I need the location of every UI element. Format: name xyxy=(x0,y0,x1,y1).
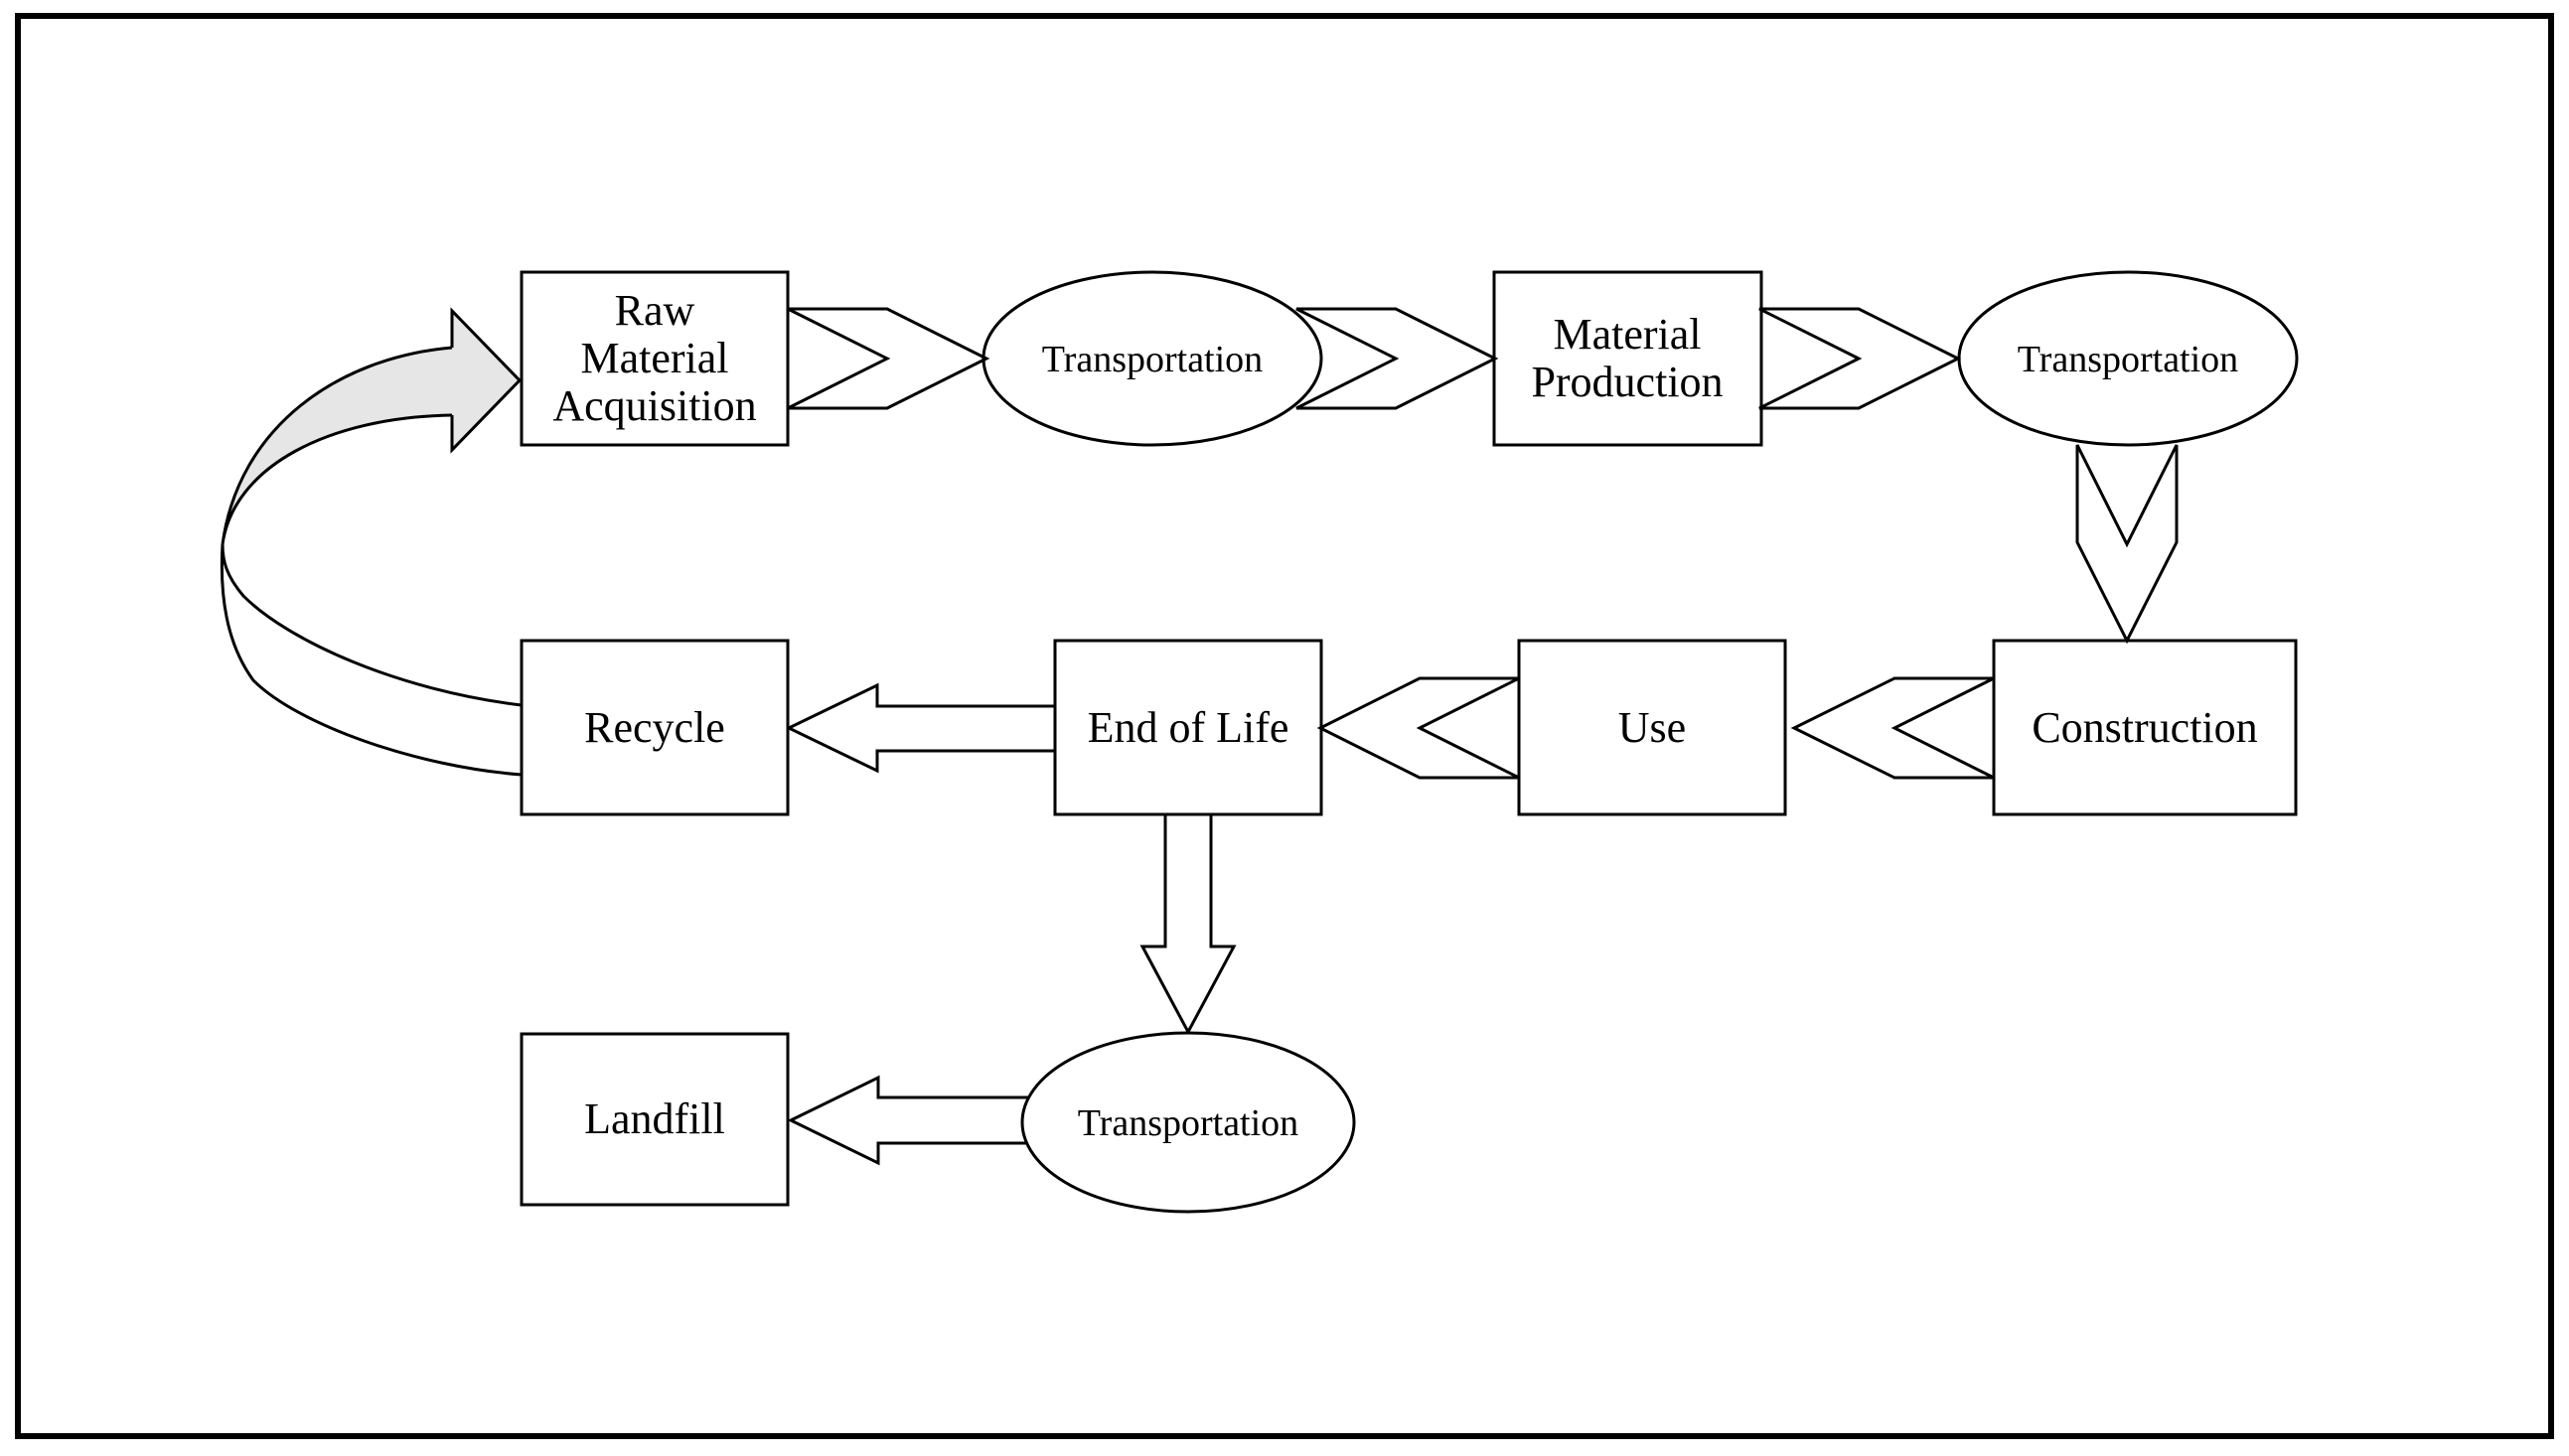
box-construction xyxy=(1992,639,2298,816)
label-transportation-top: Transportation xyxy=(1042,339,1263,380)
curved-arrow-lower-band xyxy=(220,543,523,777)
arrow-transportation-to-landfill xyxy=(787,1075,1033,1166)
label-use: Use xyxy=(1618,703,1686,752)
chevron-construction-to-use xyxy=(1790,676,1995,780)
label-end-of-life: End of Life xyxy=(1088,703,1289,752)
label-raw-material-line3: Acquisition xyxy=(552,381,756,430)
label-transportation-right: Transportation xyxy=(2018,339,2238,380)
curved-arrow-head xyxy=(450,307,523,454)
chevron-material-production-to-transportation xyxy=(1758,307,1962,410)
label-recycle: Recycle xyxy=(584,703,725,752)
chevron-transportation-to-material-production xyxy=(1295,307,1499,410)
chevron-use-to-end-of-life xyxy=(1316,676,1520,780)
chevron-raw-material-to-transportation xyxy=(787,307,990,410)
ellipse-transportation-bottom xyxy=(1020,1031,1356,1214)
label-material-production-line2: Production xyxy=(1531,358,1723,406)
label-raw-material-line2: Material xyxy=(580,334,728,382)
label-raw-material-line1: Raw xyxy=(615,286,695,335)
chevron-transportation-to-construction xyxy=(2075,444,2179,645)
label-transportation-bottom: Transportation xyxy=(1078,1102,1298,1144)
box-recycle xyxy=(520,639,790,816)
box-landfill xyxy=(520,1032,790,1207)
box-raw-material-acquisition xyxy=(520,270,790,447)
curved-arrow-recycle-to-raw-material xyxy=(220,307,523,777)
curved-arrow-upper-band xyxy=(221,346,453,545)
label-landfill: Landfill xyxy=(584,1094,725,1143)
box-use xyxy=(1517,639,1787,816)
label-material-production-line1: Material xyxy=(1553,310,1701,359)
label-construction: Construction xyxy=(2032,703,2257,752)
